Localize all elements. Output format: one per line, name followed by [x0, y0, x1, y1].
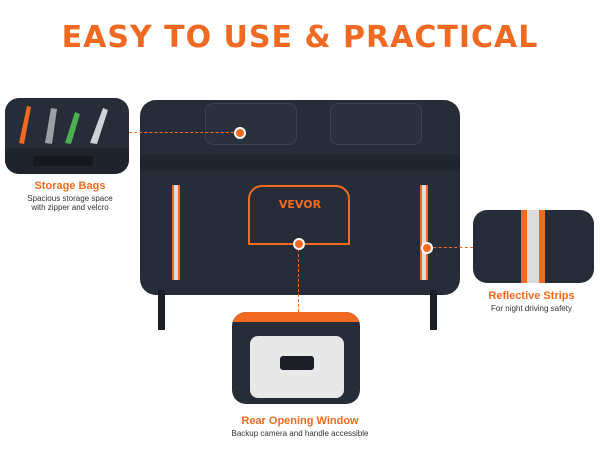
reflective-callout: Reflective Strips For night driving safe…: [463, 290, 600, 313]
reflective-desc: For night driving safety: [491, 304, 572, 313]
rear-window-inset: [232, 312, 360, 404]
rear-window-desc: Backup camera and handle accessible: [231, 429, 369, 438]
tools-icon: [5, 106, 129, 174]
storage-marker: [234, 127, 246, 139]
storage-bag-inset: [5, 98, 129, 174]
storage-desc: Spacious storage space with zipper and v…: [27, 194, 113, 212]
strap-right: [430, 290, 437, 330]
reflective-strip-sample: [521, 210, 545, 283]
rear-window-outline: [248, 185, 350, 245]
storage-pocket-left: [205, 103, 297, 145]
reflective-inset: [473, 210, 594, 283]
strap-left: [158, 290, 165, 330]
reflective-stripe-right: [420, 185, 428, 280]
rear-window-title: Rear Opening Window: [241, 415, 359, 427]
rear-window-dashed-line: [298, 244, 299, 312]
storage-callout: Storage Bags Spacious storage space with…: [0, 180, 140, 212]
storage-dashed-line: [129, 132, 239, 133]
reflective-title: Reflective Strips: [488, 290, 575, 302]
storage-title: Storage Bags: [34, 180, 106, 192]
brand-logo: VEVOR: [278, 198, 322, 211]
reflective-dashed-line: [428, 247, 473, 248]
handle-icon: [280, 356, 314, 370]
rear-window-marker: [293, 238, 305, 250]
storage-pocket-right: [330, 103, 422, 145]
tool-strap: [140, 155, 460, 171]
tailgate-panel: [250, 336, 344, 398]
reflective-marker: [421, 242, 433, 254]
reflective-stripe-left: [172, 185, 180, 280]
page-headline: EASY TO USE & PRACTICAL: [61, 20, 539, 55]
rear-window-callout: Rear Opening Window Backup camera and ha…: [190, 415, 410, 438]
